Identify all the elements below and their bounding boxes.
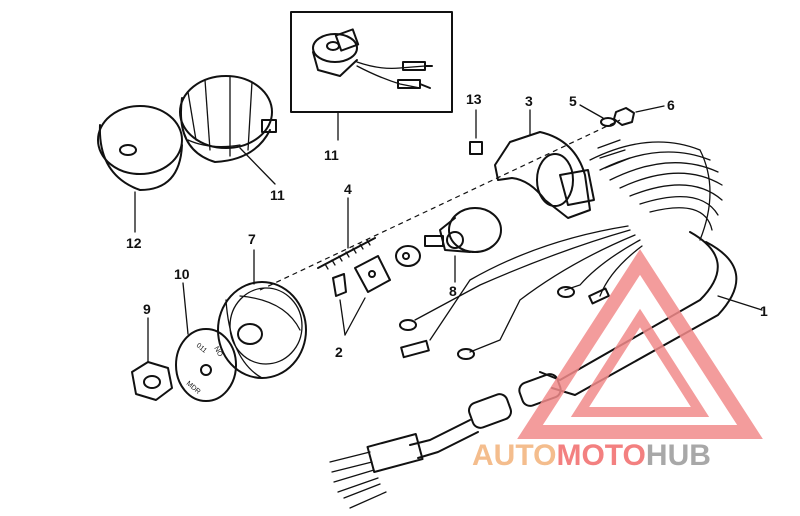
part-8-switch — [395, 207, 502, 283]
watermark-text-hub: HUB — [646, 439, 711, 472]
part-11-housing — [179, 75, 277, 185]
part-6-nut — [613, 105, 665, 126]
callout-4: 4 — [344, 181, 352, 197]
callout-12: 12 — [126, 235, 142, 251]
part-7-flywheel — [217, 249, 307, 379]
callout-1: 1 — [760, 303, 768, 319]
inset-box — [290, 11, 453, 141]
svg-text:011: 011 — [195, 342, 208, 355]
callout-6: 6 — [667, 97, 675, 113]
callout-13: 13 — [466, 91, 482, 107]
callout-2: 2 — [335, 344, 343, 360]
watermark-logo: AUTOMOTOHUB — [472, 249, 763, 472]
watermark-text-auto: AUTO — [472, 439, 556, 472]
part-2-plates — [332, 255, 391, 336]
callout-11-inset: 11 — [324, 147, 339, 163]
callout-11-housing: 11 — [270, 187, 285, 203]
callout-3: 3 — [525, 93, 533, 109]
watermark-text-moto: MOTO — [556, 439, 645, 472]
svg-text:NO: NO — [212, 346, 224, 359]
callout-8: 8 — [449, 283, 457, 299]
callout-5: 5 — [569, 93, 577, 109]
assembly-axis — [259, 119, 621, 291]
part-3-bracket — [494, 109, 595, 219]
callout-9: 9 — [143, 301, 151, 317]
callout-7: 7 — [248, 231, 256, 247]
part-9-nut — [131, 317, 173, 401]
part-4-spring — [317, 197, 376, 270]
part-12-cap — [97, 105, 183, 233]
part-5-washer — [579, 104, 616, 127]
part-13-pin — [469, 109, 483, 155]
svg-text:AUTOMOTOHUB: AUTOMOTOHUB — [472, 439, 711, 472]
callout-labels: 1 2 3 4 5 6 7 8 9 10 11 11 12 13 — [126, 91, 768, 360]
callout-10: 10 — [174, 266, 190, 282]
